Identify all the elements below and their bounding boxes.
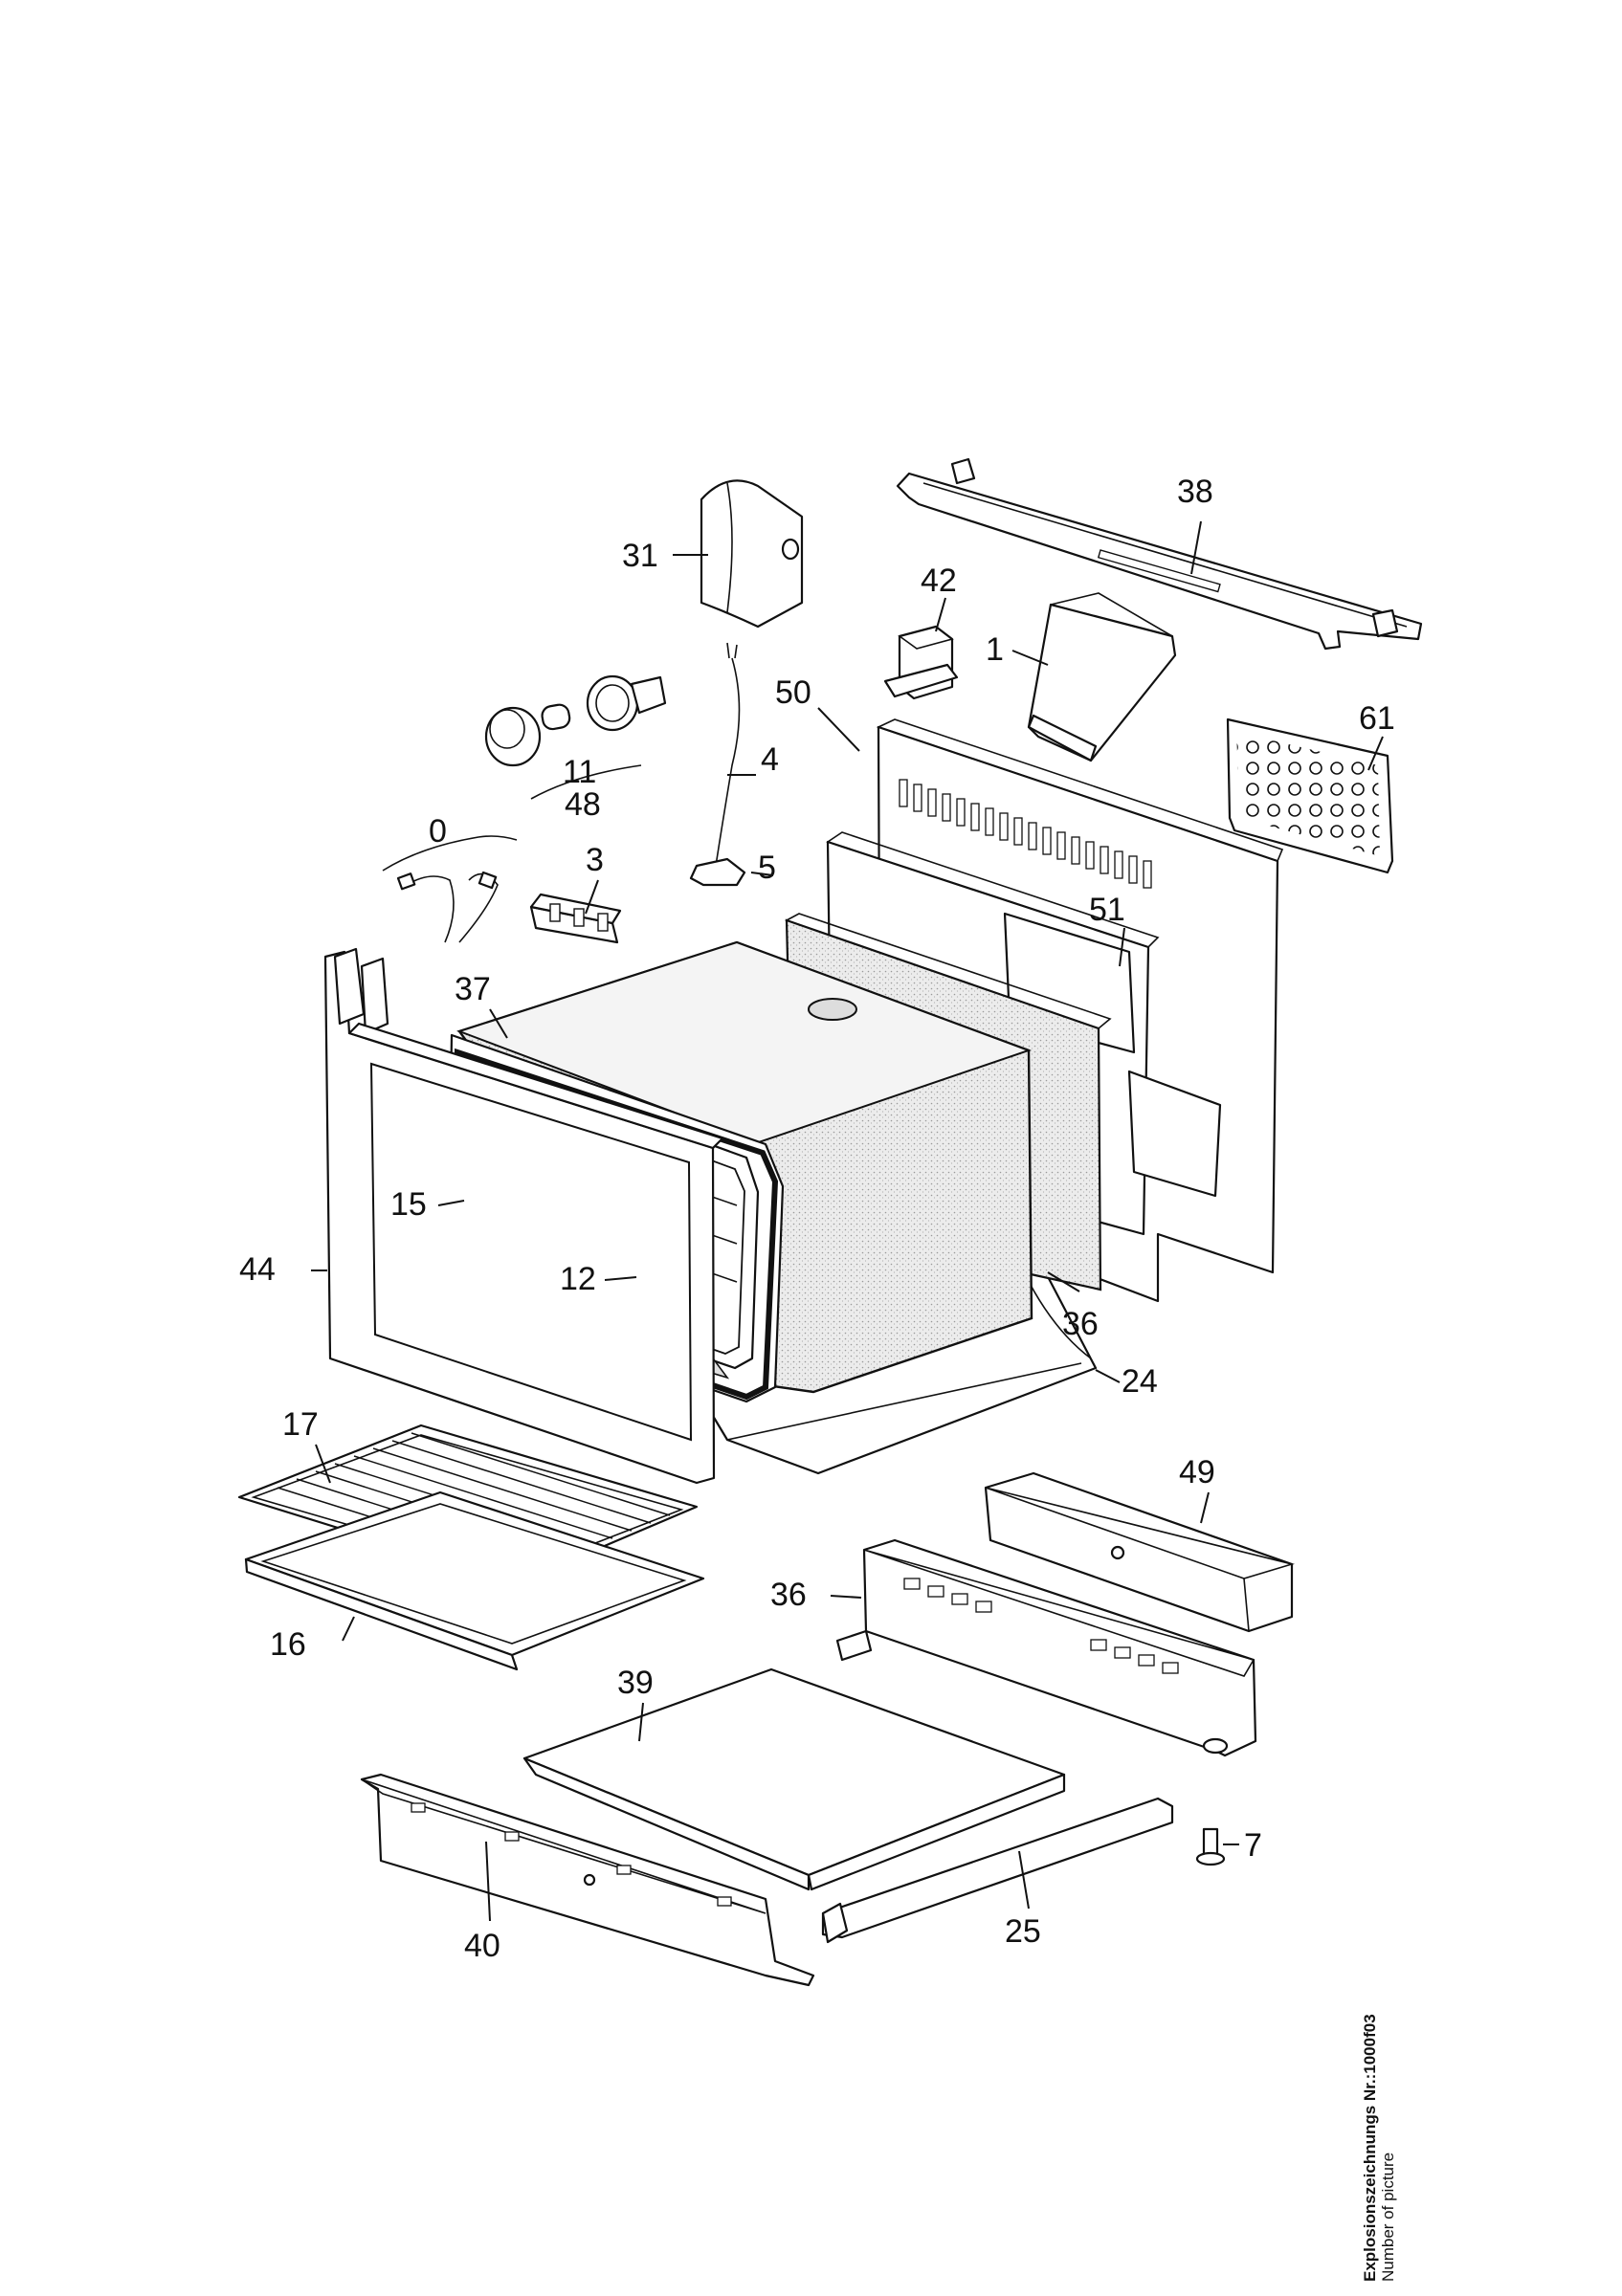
part-36-side-rail-right — [835, 1538, 1257, 1757]
part-1-bracket — [1027, 592, 1177, 762]
callout-4: 4 — [761, 741, 779, 778]
part-48-lamp-assembly — [484, 674, 667, 800]
part-5-clip — [689, 857, 746, 887]
part-39-top-trim — [896, 457, 1423, 651]
caption-subtitle: Number of picture — [1379, 2152, 1397, 2282]
callout-31: 31 — [622, 538, 658, 574]
callout-42: 42 — [921, 563, 957, 599]
callout-12: 12 — [560, 1261, 596, 1297]
callout-0: 0 — [429, 813, 447, 850]
callout-7: 11 — [563, 754, 596, 790]
callout-38: 37 — [455, 971, 491, 1007]
part-49-crossbar — [984, 1471, 1296, 1633]
leader-lines — [311, 520, 1384, 1922]
callout-51: 51 — [1089, 892, 1125, 928]
part-44-front-frame — [323, 947, 724, 1485]
callout-24: 24 — [1122, 1363, 1158, 1400]
part-61-grille — [1226, 718, 1394, 874]
callout-61: 61 — [1359, 700, 1395, 737]
picture-number-caption: Explosionszeichnungs Nr.:1000f03 Number … — [1361, 2014, 1397, 2282]
part-4-wire — [715, 642, 741, 867]
callout-16: 16 — [270, 1626, 306, 1663]
callout-39: 38 — [1177, 474, 1213, 510]
callout-17: 17 — [282, 1406, 319, 1443]
caption-title: Explosionszeichnungs Nr.:1000f03 — [1361, 2014, 1379, 2282]
callout-37: 36 — [1062, 1306, 1099, 1342]
callout-40: 39 — [617, 1665, 654, 1701]
part-0-cable — [382, 835, 518, 943]
part-16-baking-tray — [244, 1490, 705, 1671]
callout-49: 49 — [1179, 1454, 1215, 1490]
callout-48: 48 — [565, 786, 601, 823]
callout-36-upper: 36 — [770, 1577, 807, 1613]
callout-25: 25 — [1005, 1913, 1041, 1950]
part-42-switch — [883, 625, 959, 700]
callout-5: 5 — [758, 850, 776, 886]
callout-3: 3 — [586, 842, 604, 878]
callout-1: 1 — [986, 631, 1004, 668]
callout-50: 50 — [775, 674, 811, 711]
callout-44: 44 — [239, 1251, 276, 1288]
callout-15: 15 — [390, 1186, 427, 1223]
part-31-hinge-cover — [700, 479, 804, 629]
callout-labels: 38 31 42 1 50 61 4 11 48 0 3 5 51 37 15 … — [239, 474, 1395, 1964]
part-25-strip — [821, 1797, 1174, 1944]
callout-11: 7 — [1244, 1827, 1262, 1864]
part-11-screw — [1195, 1827, 1226, 1866]
part-36-side-rail-left — [360, 1773, 815, 1987]
callout-36-lower: 40 — [464, 1928, 500, 1964]
part-40-bottom-plate — [522, 1667, 1066, 1891]
part-3-terminal-block — [529, 893, 622, 944]
